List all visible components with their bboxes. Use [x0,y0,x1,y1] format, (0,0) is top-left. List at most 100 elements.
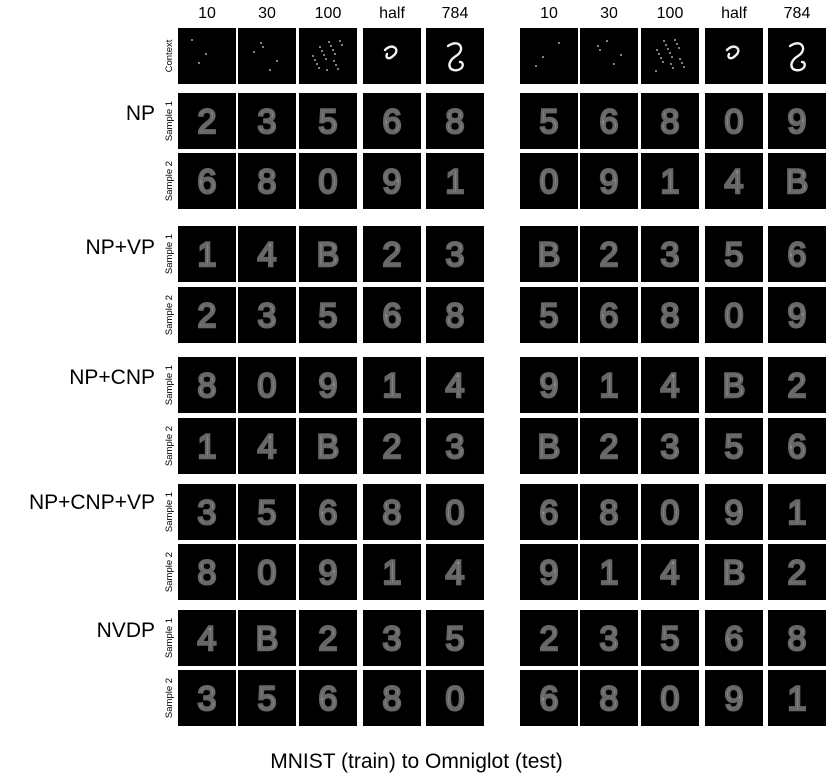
sample-image: 0 [641,670,699,726]
svg-text:9: 9 [540,367,559,405]
generated-digit: 3 [381,619,402,660]
sample-image: 6 [178,153,236,209]
sample-image: 6 [363,93,421,149]
svg-text:5: 5 [258,494,277,532]
sample-image: B [520,418,578,474]
generated-digit: 0 [256,553,277,594]
svg-text:1: 1 [661,163,680,201]
context-pixels [725,45,740,60]
svg-text:0: 0 [446,680,465,718]
generated-digit: 1 [786,679,807,720]
generated-digit: 1 [444,162,465,203]
sample-image: 4 [238,226,296,282]
sample-image: 8 [580,484,638,540]
generated-digit: 3 [256,102,277,143]
svg-text:6: 6 [600,297,619,335]
generated-digit: 6 [598,296,619,337]
svg-text:6: 6 [383,103,402,141]
context-pixels [788,42,806,72]
column-header: 30 [258,5,276,22]
svg-text:8: 8 [661,297,680,335]
sample-image: 8 [178,544,236,600]
sample-image: 5 [705,418,763,474]
svg-text:9: 9 [319,554,338,592]
generated-digit: 0 [659,679,680,720]
svg-text:0: 0 [258,367,277,405]
generated-digit: 0 [538,162,559,203]
sample-image: 1 [768,670,826,726]
svg-text:6: 6 [198,163,217,201]
context-image [299,28,357,84]
sample-image: 8 [580,670,638,726]
generated-digit: 3 [196,679,217,720]
svg-text:4: 4 [258,428,277,466]
sample-image: 8 [238,153,296,209]
generated-digit: 8 [659,296,680,337]
generated-digit: 1 [786,493,807,534]
sample-image: 4 [238,418,296,474]
sample-image: 3 [363,610,421,666]
context-image [768,28,826,84]
sample-image: 0 [426,484,484,540]
sample-image: 2 [580,226,638,282]
generated-digit: 8 [786,619,807,660]
generated-digit: 4 [723,162,744,203]
svg-text:4: 4 [446,554,465,592]
generated-digit: 3 [444,235,465,276]
context-pixels [655,39,685,72]
svg-text:5: 5 [319,103,338,141]
generated-digit: 2 [196,102,217,143]
sample-image: 4 [705,153,763,209]
sample-image: 8 [178,357,236,413]
sample-image: 4 [641,357,699,413]
sample-image: 9 [363,153,421,209]
svg-text:1: 1 [198,428,217,466]
generated-digit: 3 [598,619,619,660]
sample-image: 3 [178,670,236,726]
context-pixels [253,42,278,71]
sample2-row-label: Sample 2 [164,425,175,467]
generated-digit: 0 [317,162,338,203]
svg-text:9: 9 [383,163,402,201]
svg-text:8: 8 [258,163,277,201]
generated-digit: 6 [786,235,807,276]
sample-image: 4 [178,610,236,666]
generated-digit: 8 [444,102,465,143]
svg-text:1: 1 [788,494,807,532]
svg-text:0: 0 [725,103,744,141]
sample-image: 6 [768,226,826,282]
context-image [520,28,578,84]
sample-image: B [520,226,578,282]
generated-digit: 0 [444,679,465,720]
generated-digit: 4 [659,553,680,594]
generated-digit: 9 [538,553,559,594]
generated-digit: 3 [256,296,277,337]
generated-digit: 2 [381,427,402,468]
sample-image: 5 [520,93,578,149]
svg-text:6: 6 [319,494,338,532]
generated-digit: 4 [256,235,277,276]
svg-text:6: 6 [540,494,559,532]
sample-image: 8 [768,610,826,666]
sample-image: 3 [426,226,484,282]
svg-text:9: 9 [540,554,559,592]
sample-image: 6 [520,670,578,726]
sample-image: 9 [580,153,638,209]
sample-image: 4 [426,544,484,600]
sample-image: 0 [520,153,578,209]
sample-image: 4 [641,544,699,600]
sample-image: 5 [426,610,484,666]
sample-image: 1 [363,544,421,600]
svg-text:B: B [723,367,746,405]
sample-image: 6 [768,418,826,474]
generated-digit: 6 [196,162,217,203]
svg-text:5: 5 [446,620,465,658]
svg-text:4: 4 [661,367,680,405]
sample-image: 6 [299,484,357,540]
sample-image: 6 [580,287,638,343]
generated-digit: 1 [598,366,619,407]
column-header: 10 [540,5,558,22]
sample-image: 9 [705,484,763,540]
sample-image: 9 [299,357,357,413]
context-pixels [383,45,398,60]
